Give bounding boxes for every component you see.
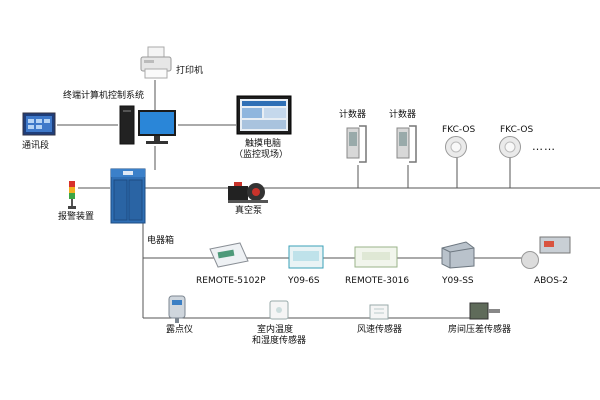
round-sensor-icon bbox=[521, 251, 539, 269]
cabinet-label: 电器箱 bbox=[147, 236, 175, 246]
temp-label-line2: 和湿度传感器 bbox=[251, 336, 307, 346]
counter2-label: 计数器 bbox=[389, 110, 417, 120]
terminal-label: 终端计算机控制系统 bbox=[63, 91, 145, 101]
counter1-label: 计数器 bbox=[339, 110, 367, 120]
y09-6s-label: Y09-6S bbox=[288, 276, 320, 286]
ellipsis: …… bbox=[532, 140, 556, 153]
touch-label-line2: （监控现场） bbox=[233, 150, 289, 160]
temperature-humidity-sensor-icon bbox=[269, 300, 289, 320]
y09-ss-label: Y09-SS bbox=[442, 276, 474, 286]
temp-label-line1: 室内温度 bbox=[256, 325, 294, 335]
electrical-cabinet-icon bbox=[110, 168, 146, 224]
pressure-label: 房间压差传感器 bbox=[448, 325, 512, 335]
alarm-label: 报警装置 bbox=[58, 212, 95, 222]
dew-point-meter-icon bbox=[168, 295, 186, 323]
remote5102p-label: REMOTE-5102P bbox=[196, 276, 266, 286]
comm-label: 通讯段 bbox=[22, 141, 50, 151]
communication-screen-icon bbox=[22, 112, 56, 136]
round-sensor-icon bbox=[499, 136, 521, 158]
round-sensor-icon bbox=[445, 136, 467, 158]
wind-label: 风速传感器 bbox=[357, 325, 403, 335]
touch-screen-icon bbox=[236, 95, 292, 135]
vacuum-pump-icon bbox=[228, 182, 268, 203]
remote3016-label: REMOTE-3016 bbox=[345, 276, 410, 286]
touch-label-line1: 触摸电脑 bbox=[244, 139, 282, 149]
dew-label: 露点仪 bbox=[166, 325, 194, 335]
particle-counter-icon bbox=[346, 125, 367, 163]
fkc1-label: FKC-OS bbox=[442, 125, 476, 135]
differential-pressure-sensor-icon bbox=[469, 302, 500, 320]
fkc2-label: FKC-OS bbox=[500, 125, 534, 135]
wind-speed-sensor-icon bbox=[369, 304, 389, 320]
y09-ss-device-icon bbox=[441, 241, 475, 269]
abos-2-device-icon bbox=[539, 236, 571, 254]
printer-icon bbox=[140, 46, 172, 79]
remote-module-icon bbox=[209, 242, 249, 268]
alarm-light-icon bbox=[68, 181, 76, 209]
printer-label: 打印机 bbox=[176, 66, 204, 76]
abos2-label: ABOS-2 bbox=[534, 276, 568, 286]
vacuum-label: 真空泵 bbox=[235, 206, 263, 216]
remote-3016-device-icon bbox=[354, 246, 398, 268]
particle-counter-icon bbox=[396, 125, 417, 163]
desktop-computer-icon bbox=[119, 105, 176, 145]
y09-6s-device-icon bbox=[288, 245, 324, 269]
